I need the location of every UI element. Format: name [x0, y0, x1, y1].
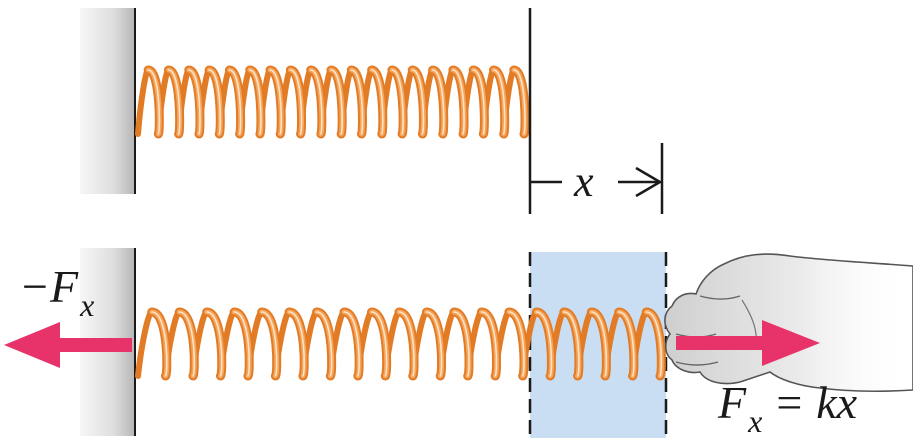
spring-coil-highlight — [398, 311, 415, 377]
spring-coil-highlight — [513, 69, 526, 135]
spring-coil-back — [135, 309, 155, 379]
spring-coil-highlight — [452, 69, 465, 135]
spring-coil-shade — [226, 67, 244, 137]
spring-coil-shade — [491, 67, 508, 137]
spring-coil-highlight — [535, 311, 553, 377]
spring-coil-shade — [287, 67, 305, 137]
spring-coil-shade — [186, 67, 203, 137]
spring-coil-highlight — [233, 311, 251, 377]
spring-coil-highlight — [370, 69, 384, 135]
spring-coil-shade — [247, 67, 264, 137]
spring-stretched — [135, 307, 666, 381]
spring-coil-highlight — [508, 311, 525, 377]
spring-coil-shade — [206, 67, 223, 137]
spring-coil-shade — [267, 67, 284, 137]
spring-coil-highlight — [248, 69, 262, 135]
spring-coil-highlight — [167, 69, 181, 135]
spring-coil-highlight — [289, 69, 303, 135]
spring-coil-highlight — [269, 69, 283, 135]
spring-coil-highlight — [315, 311, 333, 377]
spring-coil-back — [135, 67, 152, 137]
spring-coil-shade — [430, 67, 447, 137]
spring-coil-highlight — [453, 311, 470, 377]
spring-coil-highlight — [343, 311, 360, 377]
spring-coil-highlight — [472, 69, 486, 135]
spring-coil-shade — [369, 67, 386, 137]
spring-coil-shade — [470, 67, 487, 137]
applied-force-arrow — [676, 320, 820, 366]
applied-force-label: Fx=kx — [717, 377, 858, 439]
spring-coil-shade — [389, 67, 406, 137]
spring-coil-highlight — [208, 69, 222, 135]
spring-coil-highlight — [205, 311, 223, 377]
spring-coil-highlight — [288, 311, 306, 377]
spring-coil-shade — [348, 67, 365, 137]
spring-coil-highlight — [617, 311, 635, 377]
spring-coil-shade — [328, 67, 345, 137]
spring-coil-shade — [165, 67, 183, 137]
spring-coil-highlight — [309, 69, 323, 135]
spring-coil-highlight — [431, 69, 445, 135]
wall-top — [80, 8, 136, 194]
spring-coil-highlight — [563, 311, 580, 377]
spring-coil-highlight — [590, 311, 608, 377]
spring-coil-shade — [409, 67, 426, 137]
spring-coil-highlight — [411, 69, 425, 135]
spring-coil-highlight — [228, 69, 242, 135]
spring-coil-highlight — [147, 69, 161, 135]
spring-coil-highlight — [370, 311, 388, 377]
spring-coil-highlight — [480, 311, 498, 377]
spring-coil-highlight — [425, 311, 443, 377]
spring-coil-highlight — [178, 311, 196, 377]
spring-coil-highlight — [187, 69, 201, 135]
hand-pulling-icon — [664, 253, 913, 393]
spring-coil-highlight — [645, 311, 663, 377]
spring-coil-highlight — [150, 311, 168, 377]
spring-coil-shade — [308, 67, 325, 137]
displacement-arrow-head — [635, 166, 663, 198]
displacement-label: x — [573, 157, 594, 206]
spring-coil-highlight — [492, 69, 506, 135]
spring-coil-highlight — [391, 69, 404, 135]
spring-coil-shade — [511, 67, 528, 137]
spring-coil-shade — [145, 67, 162, 137]
spring-coil-shade — [450, 67, 467, 137]
spring-coil-highlight — [260, 311, 278, 377]
restoring-force-label: −Fx — [22, 261, 94, 323]
spring-coil-highlight — [350, 69, 364, 135]
restoring-force-arrow — [4, 322, 132, 368]
spring-coil-highlight — [330, 69, 343, 135]
spring-relaxed — [135, 65, 530, 139]
